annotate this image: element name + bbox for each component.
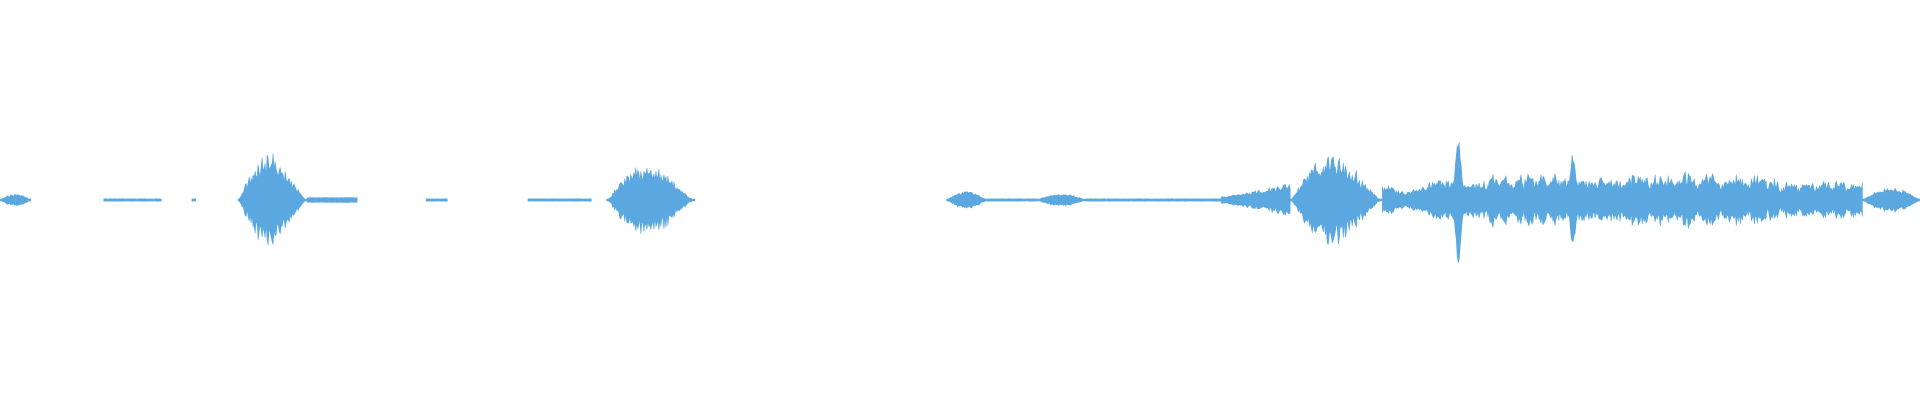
waveform-segment bbox=[191, 198, 197, 202]
waveform-segment bbox=[1862, 187, 1920, 213]
waveform-segment bbox=[1086, 198, 1222, 202]
waveform-segment bbox=[0, 193, 32, 207]
waveform-segment bbox=[103, 198, 162, 202]
waveform-segment bbox=[306, 197, 358, 203]
waveform-segment bbox=[1382, 185, 1429, 215]
waveform-segment bbox=[1627, 171, 1767, 229]
waveform-segment bbox=[1289, 156, 1383, 245]
waveform-segment bbox=[237, 153, 308, 246]
waveform-segment bbox=[425, 198, 448, 202]
waveform-segment bbox=[1036, 193, 1087, 207]
waveform-segment bbox=[1220, 183, 1291, 217]
waveform-segment bbox=[986, 198, 1038, 202]
waveform-segment bbox=[1558, 155, 1629, 243]
waveform-segment bbox=[527, 198, 592, 202]
waveform-segment bbox=[606, 167, 696, 235]
waveform-segment bbox=[1766, 178, 1863, 221]
waveform-segment bbox=[1428, 142, 1489, 263]
waveform-segment bbox=[1487, 173, 1560, 228]
waveform-segment bbox=[946, 191, 988, 209]
